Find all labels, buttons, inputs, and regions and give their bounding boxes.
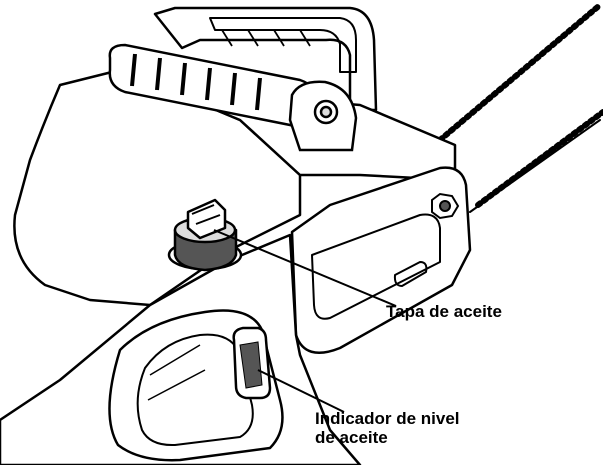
front-grip [108, 43, 320, 128]
oil-cap [167, 198, 243, 272]
oil-cap-label-text: Tapa de aceite [386, 302, 502, 321]
rear-handle [0, 233, 362, 465]
callout-leaders [213, 229, 397, 413]
oil-level-window [232, 326, 272, 400]
oil-level-indicator-label: Indicador de nivel de aceite [315, 409, 460, 447]
handle-bracket [288, 80, 358, 152]
oil-level-label-line1: Indicador de nivel [315, 409, 460, 428]
oil-cap-label: Tapa de aceite [386, 302, 502, 321]
guide-bar-chain [429, 2, 603, 213]
bar-nut [431, 192, 460, 220]
oil-level-label-line2: de aceite [315, 428, 388, 447]
sprocket-cover [290, 166, 472, 354]
